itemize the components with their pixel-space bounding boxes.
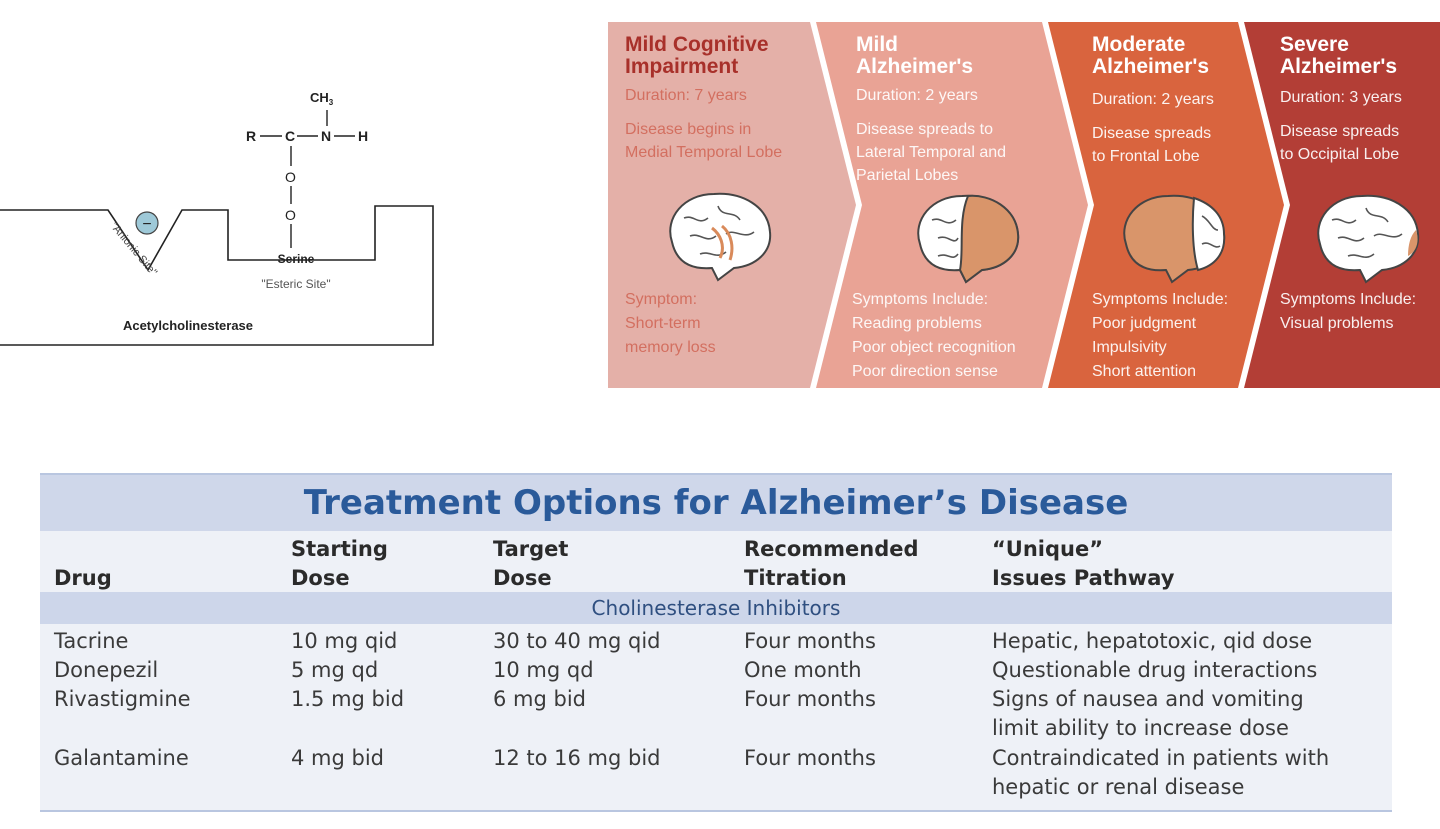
oxygen-label-2: O	[285, 207, 296, 223]
esteric-site-label: "Esteric Site"	[261, 277, 330, 291]
table-row-rivastigmine-issues-1: Signs of nausea and vomiting	[992, 687, 1304, 711]
oxygen-label-1: O	[285, 169, 296, 185]
table-row-rivastigmine-target: 6 mg bid	[493, 687, 586, 711]
table-row-donepezil-titration: One month	[744, 658, 862, 682]
stage-duration: Duration: 7 years	[625, 87, 747, 104]
brain-icon	[1123, 194, 1226, 284]
table-row-galantamine-drug: Galantamine	[54, 746, 189, 770]
table-row-tacrine-titration: Four months	[744, 629, 876, 653]
serine-label: Serine	[278, 252, 315, 266]
anion-charge-label: −	[142, 216, 151, 233]
table-title: Treatment Options for Alzheimer’s Diseas…	[40, 475, 1392, 531]
brain-icon	[917, 194, 1020, 284]
enzyme-outline	[0, 205, 434, 346]
column-header-drug: Drug	[54, 566, 112, 590]
stage-symptoms: Symptom: Short-term memory loss	[625, 291, 716, 356]
enzyme-name-label: Acetylcholinesterase	[123, 318, 253, 333]
table-row-tacrine-drug: Tacrine	[54, 629, 129, 653]
carbon-label: C	[285, 128, 295, 144]
methyl-group-label: CH3	[310, 90, 334, 107]
table-row-donepezil-drug: Donepezil	[54, 658, 159, 682]
drug-class-subheader: Cholinesterase Inhibitors	[40, 592, 1392, 624]
stage-symptoms: Symptoms Include: Poor judgment Impulsiv…	[1092, 291, 1229, 380]
table-row-rivastigmine-drug: Rivastigmine	[54, 687, 191, 711]
stage-symptoms: Symptoms Include: Visual problems	[1280, 291, 1417, 332]
stage-duration: Duration: 2 years	[856, 87, 978, 104]
table-row-rivastigmine-issues-2: limit ability to increase dose	[992, 716, 1289, 740]
column-header-issues: “Unique”Issues Pathway	[992, 537, 1175, 590]
table-row-tacrine-issues: Hepatic, hepatotoxic, qid dose	[992, 629, 1313, 653]
table-row-tacrine-target: 30 to 40 mg qid	[493, 629, 661, 653]
brain-icon	[1317, 194, 1420, 284]
table-row-donepezil-target: 10 mg qd	[493, 658, 594, 682]
r-group-label: R	[246, 128, 256, 144]
table-row-rivastigmine-start: 1.5 mg bid	[291, 687, 405, 711]
table-row-galantamine-issues-2: hepatic or renal disease	[992, 775, 1245, 799]
brain-icon	[669, 192, 772, 282]
stage-duration: Duration: 2 years	[1092, 91, 1214, 108]
stage-duration: Duration: 3 years	[1280, 89, 1402, 106]
table-row-donepezil-start: 5 mg qd	[291, 658, 379, 682]
treatment-options-table: Treatment Options for Alzheimer’s Diseas…	[40, 473, 1392, 812]
hydrogen-label: H	[358, 128, 368, 144]
table-row-galantamine-target: 12 to 16 mg bid	[493, 746, 661, 770]
table-row-rivastigmine-titration: Four months	[744, 687, 876, 711]
table-row-donepezil-issues: Questionable drug interactions	[992, 658, 1318, 682]
nitrogen-label: N	[321, 128, 331, 144]
acetylcholinesterase-diagram: − "Anionic Site" CH3 R C N H O O Serine …	[0, 90, 434, 346]
table-row-tacrine-start: 10 mg qid	[291, 629, 398, 653]
table-row-galantamine-issues-1: Contraindicated in patients with	[992, 746, 1330, 770]
stage-symptoms: Symptoms Include: Reading problems Poor …	[852, 291, 1016, 380]
anion-charge-icon	[135, 211, 159, 235]
table-row-galantamine-titration: Four months	[744, 746, 876, 770]
table-row-galantamine-start: 4 mg bid	[291, 746, 384, 770]
